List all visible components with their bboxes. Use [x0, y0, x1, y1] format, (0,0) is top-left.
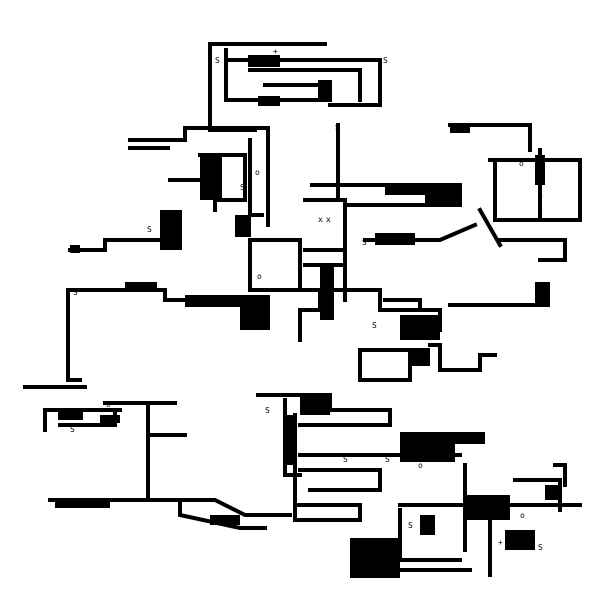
map-glyph: S [383, 56, 388, 65]
solid-blocks [55, 55, 560, 578]
map-glyph: S [538, 191, 543, 200]
solid-block [535, 155, 545, 185]
map-glyph: S [385, 455, 390, 464]
solid-block [248, 55, 280, 67]
solid-block [70, 245, 80, 253]
map-glyph: S [362, 238, 367, 247]
solid-block [505, 530, 535, 550]
map-glyph: + [424, 350, 429, 359]
solid-block [318, 80, 332, 100]
wall-segment [248, 68, 362, 102]
solid-block [58, 410, 83, 420]
wall-segment [66, 288, 82, 382]
solid-block [185, 295, 240, 307]
solid-block [200, 155, 222, 200]
map-glyph: o [520, 511, 525, 520]
solid-block [100, 415, 120, 423]
solid-block [125, 282, 157, 292]
wall-segment [224, 58, 382, 107]
map-glyph: S [240, 183, 245, 192]
map-glyph: x [318, 215, 323, 224]
wall-segment [383, 298, 422, 312]
map-glyph: x [378, 546, 383, 555]
solid-block [535, 282, 550, 307]
solid-block [235, 215, 251, 237]
map-glyph: x [326, 215, 331, 224]
wall-segment [48, 498, 292, 517]
map-glyph: S [265, 406, 270, 415]
map-glyph: + [498, 538, 503, 547]
solid-block [258, 96, 280, 106]
wall-segment [553, 463, 567, 487]
map-glyph: x [538, 208, 543, 217]
solid-block [455, 432, 485, 444]
solid-block [210, 515, 240, 525]
solid-block [375, 233, 415, 245]
solid-block [320, 265, 334, 320]
map-glyph: S [538, 543, 543, 552]
wall-segment [128, 126, 270, 227]
solid-block [350, 538, 400, 578]
map-glyph: S [372, 321, 377, 330]
wall-segment [477, 207, 503, 248]
map-glyph: o [418, 461, 423, 470]
solid-block [450, 123, 470, 133]
wall-segment [448, 123, 532, 152]
solid-block [400, 315, 440, 340]
map-glyph: S [215, 56, 220, 65]
map-glyph: o [255, 168, 260, 177]
solid-block [55, 498, 110, 508]
map-glyph: o [106, 400, 111, 409]
wall-segment [293, 503, 362, 522]
map-glyph: S [70, 425, 75, 434]
solid-block [285, 415, 297, 465]
wall-segment [488, 158, 582, 222]
solid-block [465, 495, 510, 520]
wall-segment [498, 238, 567, 262]
wall-segment [198, 153, 247, 212]
map-glyph: S [147, 225, 152, 234]
solid-block [420, 515, 435, 535]
solid-block [545, 485, 560, 500]
solid-block [240, 295, 270, 330]
solid-block [385, 185, 425, 195]
map-glyph: S [335, 123, 340, 132]
solid-block [400, 432, 455, 462]
wall-segment [428, 343, 497, 372]
map-glyph: S [73, 288, 78, 297]
wall-segment [298, 468, 382, 492]
solid-block [160, 210, 182, 250]
map-glyph: + [273, 47, 278, 56]
map-glyph: o [257, 272, 262, 281]
map-glyph: o [519, 159, 524, 168]
solid-block [300, 395, 330, 415]
solid-block [425, 185, 460, 205]
map-glyph: S [343, 455, 348, 464]
solid-block [410, 348, 430, 366]
wall-segment [68, 238, 162, 252]
map-glyph: x [240, 293, 245, 302]
map-glyph: S [408, 521, 413, 530]
wall-segment [358, 348, 412, 382]
